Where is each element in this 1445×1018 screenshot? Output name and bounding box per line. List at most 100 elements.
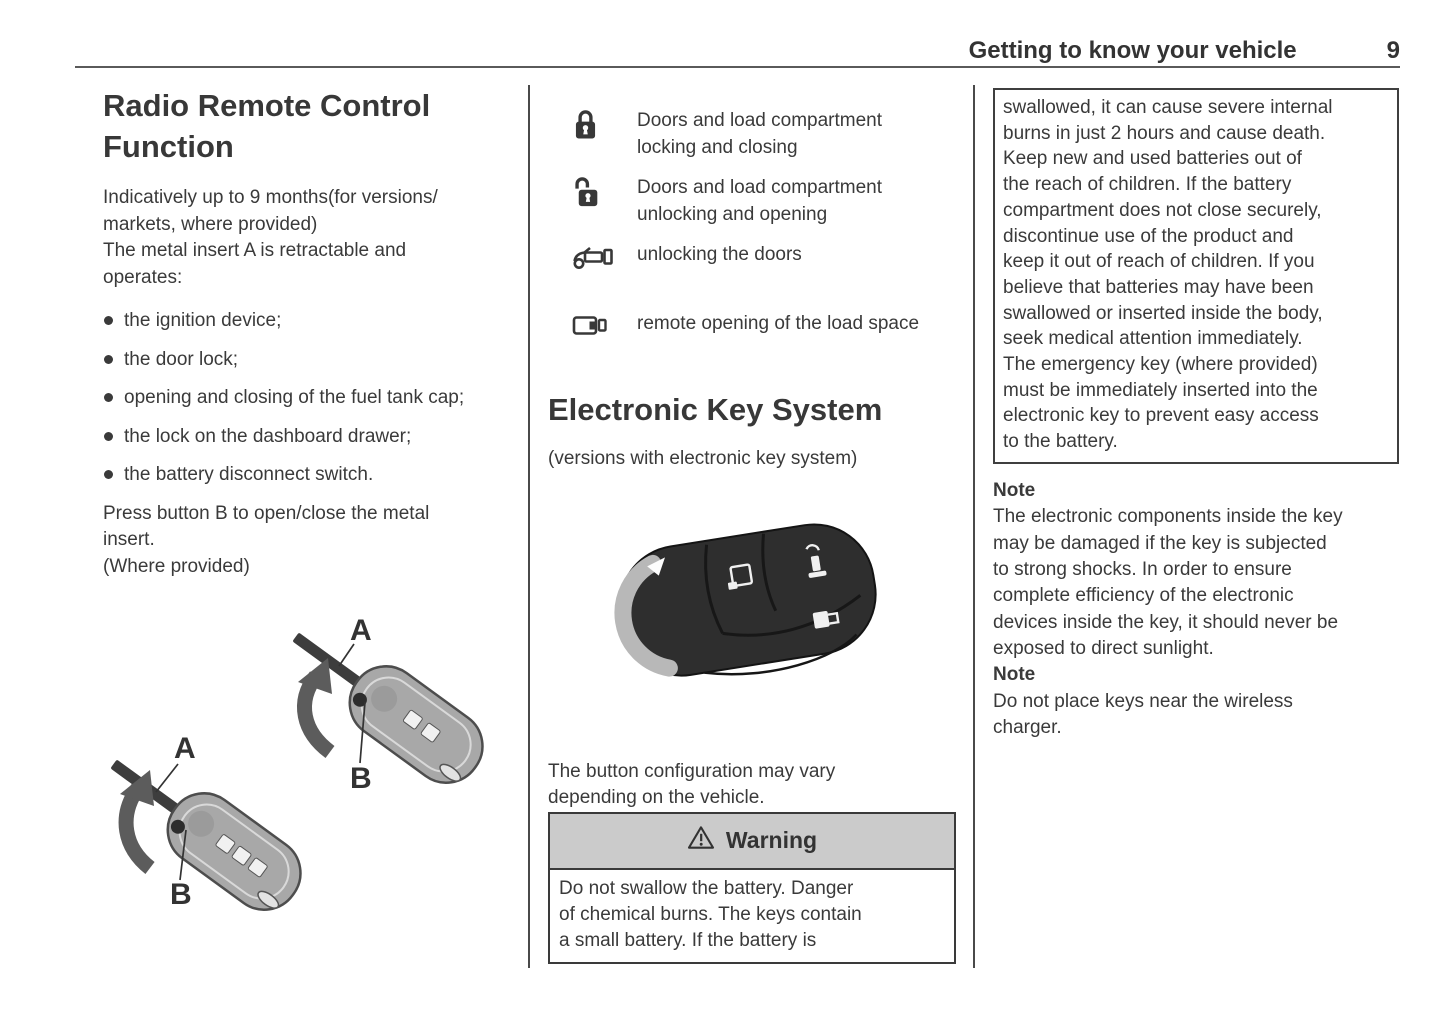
- button-b-lower: [170, 819, 185, 834]
- remote-button-legend: Doors and load compartment locking and c…: [548, 108, 956, 347]
- header-rule: [75, 66, 1400, 68]
- text-line: Press button B to open/close the metal: [103, 502, 430, 524]
- leader-line: [359, 701, 366, 764]
- lock-closed-icon: [548, 108, 637, 151]
- bullet-icon: [104, 470, 113, 479]
- column-divider-1: [528, 85, 530, 968]
- text-line: swallowed or inserted inside the body,: [1003, 302, 1323, 324]
- bullet-text: opening and closing of the fuel tank cap…: [124, 387, 465, 408]
- leader-line: [338, 643, 355, 667]
- press-button-b-paragraph: Press button B to open/close the metal i…: [103, 501, 495, 581]
- text-line: Do not place keys near the wireless: [993, 690, 1293, 712]
- section-heading-radio-remote: Radio Remote Control Function: [103, 88, 431, 164]
- legend-text: Doors and load compartment locking and c…: [637, 110, 883, 158]
- car-remote-unlock-icon: [548, 242, 637, 279]
- warning-header: Warning: [550, 813, 954, 870]
- left-column: Radio Remote Control Function Indicative…: [103, 85, 495, 580]
- right-column: swallowed, it can cause severe internal …: [993, 88, 1399, 741]
- text-line: Do not swallow the battery. Danger: [559, 877, 854, 899]
- bullet-text: the battery disconnect switch.: [124, 464, 374, 485]
- note-2-text: Do not place keys near the wireless char…: [993, 689, 1399, 742]
- text-line: keep it out of reach of children. If you: [1003, 251, 1315, 273]
- text-line: devices inside the key, it should never …: [993, 611, 1339, 633]
- text-line: Keep new and used batteries out of: [1003, 148, 1302, 170]
- text-line: to the battery.: [1003, 431, 1118, 453]
- text-line: insert.: [103, 529, 155, 550]
- column-divider-2: [973, 85, 975, 968]
- list-item: the ignition device;: [103, 308, 495, 335]
- text-line: The emergency key (where provided): [1003, 354, 1318, 376]
- text-line: charger.: [993, 716, 1062, 738]
- bullet-icon: [104, 393, 113, 402]
- legend-text: remote opening of the load space: [637, 312, 920, 334]
- text-line: swallowed, it can cause severe internal: [1003, 97, 1333, 118]
- key-button-door-icon: [727, 562, 754, 590]
- warning-triangle-icon: [687, 825, 715, 856]
- text-line: a small battery. If the battery is: [559, 929, 817, 951]
- legend-row: remote opening of the load space: [548, 311, 956, 348]
- text-line: of chemical burns. The keys contain: [559, 903, 862, 925]
- lock-open-icon: [548, 175, 637, 218]
- flip-key-figure: A B A B: [98, 606, 495, 936]
- warning-continuation-box: swallowed, it can cause severe internal …: [993, 88, 1399, 464]
- bullet-text: the door lock;: [124, 348, 239, 370]
- legend-row: Doors and load compartment locking and c…: [548, 108, 956, 161]
- flip-key-illustration: A B A B: [111, 614, 484, 911]
- middle-column: Doors and load compartment locking and c…: [548, 96, 956, 964]
- legend-row: Doors and load compartment unlocking and…: [548, 175, 956, 228]
- legend-row: unlocking the doors: [548, 242, 956, 279]
- warning-title: Warning: [725, 827, 818, 854]
- note-label-1: Note: [993, 479, 1036, 501]
- bullet-icon: [104, 354, 113, 364]
- text-line: complete efficiency of the electronic: [993, 585, 1294, 607]
- list-item: opening and closing of the fuel tank cap…: [103, 385, 495, 412]
- leader-line: [155, 763, 179, 793]
- flip-key-upper: [293, 633, 484, 784]
- legend-text: unlocking the doors: [637, 244, 802, 265]
- text-line: discontinue use of the product and: [1003, 225, 1294, 247]
- leader-line: [179, 829, 187, 881]
- text-line: (Where provided): [103, 555, 250, 577]
- text-line: exposed to direct sunlight.: [993, 637, 1214, 659]
- list-item: the door lock;: [103, 347, 495, 374]
- text-line: burns in just 2 hours and cause death.: [1003, 122, 1326, 144]
- text-line: seek medical attention immediately.: [1003, 328, 1303, 350]
- warning-box: Warning Do not swallow the battery. Dang…: [548, 811, 956, 964]
- text-line: to strong shocks. In order to ensure: [993, 558, 1292, 580]
- text-line: believe that batteries may have been: [1003, 276, 1314, 298]
- key-button-load-icon: [812, 610, 840, 629]
- operates-bullet-list: the ignition device; the door lock; open…: [103, 308, 495, 489]
- text-line: markets, where provided): [103, 213, 318, 235]
- text-line: electronic key to prevent easy access: [1003, 405, 1319, 427]
- flip-arrowhead-lower: [120, 770, 154, 806]
- label-a-lower: A: [174, 732, 196, 765]
- list-item: the battery disconnect switch.: [103, 462, 495, 489]
- text-line: operates:: [103, 266, 183, 288]
- label-b-lower: B: [170, 878, 192, 911]
- load-space-remote-icon: [548, 311, 637, 348]
- electronic-key-subnote: (versions with electronic key system): [548, 448, 858, 469]
- flip-key-lower: [111, 760, 302, 911]
- text-line: Indicatively up to 9 months(for versions…: [103, 187, 438, 208]
- text-line: may be damaged if the key is subjected: [993, 532, 1327, 554]
- page-number: 9: [1386, 37, 1400, 64]
- button-b-upper: [352, 692, 367, 707]
- key-button-unlock-icon: [805, 543, 827, 578]
- warning-body: Do not swallow the battery. Danger of ch…: [550, 870, 954, 962]
- note-1-text: The electronic components inside the key…: [993, 504, 1399, 662]
- text-line: The electronic components inside the key: [993, 506, 1343, 528]
- text-line: The button configuration may vary: [548, 760, 836, 782]
- text-line: The metal insert A is retractable and: [103, 240, 407, 261]
- flip-arrowhead-upper: [298, 658, 332, 694]
- section-heading-electronic-key: Electronic Key System: [548, 392, 883, 427]
- text-line: must be immediately inserted into the: [1003, 379, 1318, 401]
- text-line: the reach of children. If the battery: [1003, 174, 1292, 196]
- text-line: compartment does not close securely,: [1003, 199, 1322, 221]
- electronic-key-figure: [598, 507, 898, 697]
- legend-text: Doors and load compartment unlocking and…: [637, 177, 883, 225]
- chapter-title: Getting to know your vehicle: [968, 37, 1297, 64]
- bullet-icon: [104, 316, 113, 325]
- running-header: Getting to know your vehicle 9: [75, 37, 1400, 65]
- label-a-upper: A: [350, 614, 372, 647]
